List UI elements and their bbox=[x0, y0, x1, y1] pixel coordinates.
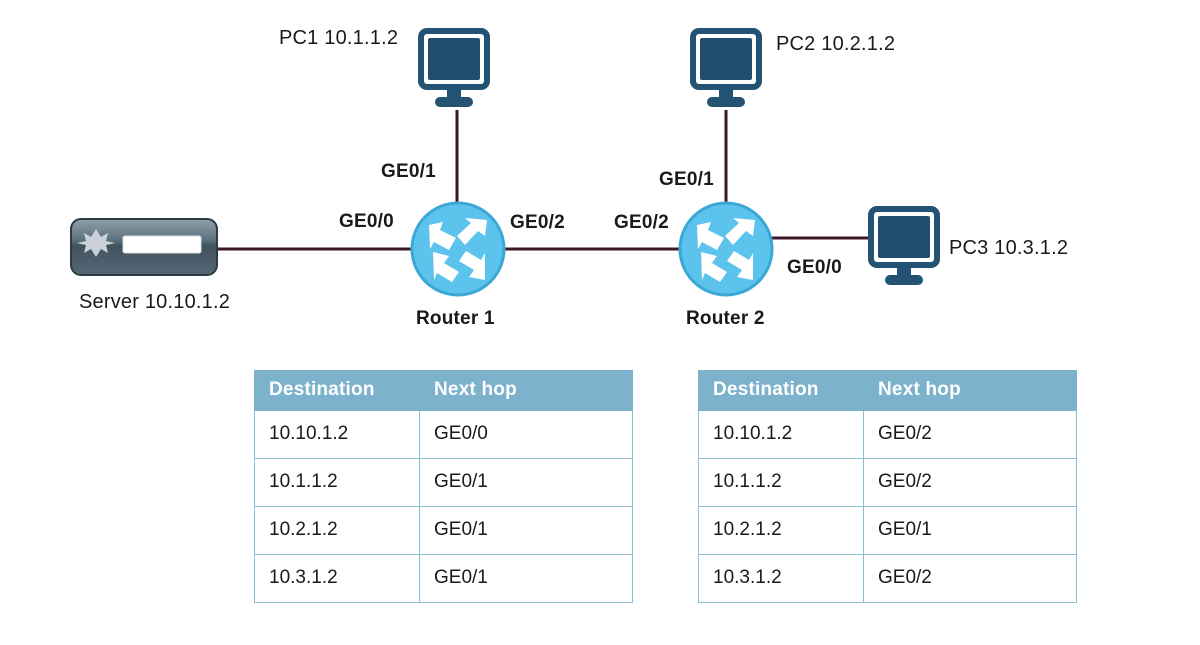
monitor-icon bbox=[690, 28, 762, 107]
server-label: Server 10.10.1.2 bbox=[79, 291, 231, 313]
router2-port-ge00-label: GE0/0 bbox=[787, 257, 842, 278]
router-icon bbox=[410, 201, 506, 297]
cell-destination: 10.10.1.2 bbox=[698, 410, 864, 459]
table-row: 10.3.1.2 GE0/2 bbox=[698, 554, 1077, 603]
router2-icon[interactable] bbox=[677, 200, 775, 298]
cell-destination: 10.1.1.2 bbox=[698, 458, 864, 507]
cell-destination: 10.3.1.2 bbox=[254, 554, 420, 603]
cell-next-hop: GE0/1 bbox=[863, 506, 1077, 555]
table-row: 10.1.1.2 GE0/2 bbox=[698, 458, 1077, 507]
router2-label: Router 2 bbox=[686, 308, 765, 329]
router-icon bbox=[678, 201, 774, 297]
cell-next-hop: GE0/1 bbox=[419, 506, 633, 555]
cell-next-hop: GE0/0 bbox=[419, 410, 633, 459]
pc3-icon[interactable] bbox=[866, 204, 942, 288]
table-row: 10.3.1.2 GE0/1 bbox=[254, 554, 633, 603]
cell-destination: 10.10.1.2 bbox=[254, 410, 420, 459]
table-row: 10.2.1.2 GE0/1 bbox=[254, 506, 633, 555]
pc1-icon[interactable] bbox=[416, 26, 492, 110]
cell-next-hop: GE0/2 bbox=[863, 458, 1077, 507]
table-row: 10.2.1.2 GE0/1 bbox=[698, 506, 1077, 555]
cell-destination: 10.2.1.2 bbox=[698, 506, 864, 555]
router1-label: Router 1 bbox=[416, 308, 495, 329]
router1-port-ge01-label: GE0/1 bbox=[381, 161, 436, 182]
router1-routing-table: Destination Next hop 10.10.1.2 GE0/0 10.… bbox=[254, 370, 633, 603]
cell-destination: 10.2.1.2 bbox=[254, 506, 420, 555]
pc1-label: PC1 10.1.1.2 bbox=[279, 27, 399, 49]
router1-icon[interactable] bbox=[409, 200, 507, 298]
router1-port-ge00-label: GE0/0 bbox=[339, 211, 394, 232]
table-header-row: Destination Next hop bbox=[698, 370, 1077, 411]
pc2-icon[interactable] bbox=[688, 26, 764, 110]
cell-destination: 10.1.1.2 bbox=[254, 458, 420, 507]
cell-next-hop: GE0/1 bbox=[419, 554, 633, 603]
server-burst-icon bbox=[77, 229, 115, 257]
server-icon-graphic bbox=[70, 218, 218, 276]
pc2-label: PC2 10.2.1.2 bbox=[776, 33, 896, 55]
column-header-destination: Destination bbox=[254, 370, 420, 411]
table-row: 10.10.1.2 GE0/0 bbox=[254, 410, 633, 459]
router2-routing-table: Destination Next hop 10.10.1.2 GE0/2 10.… bbox=[698, 370, 1077, 603]
table-header-row: Destination Next hop bbox=[254, 370, 633, 411]
router2-port-ge02-label: GE0/2 bbox=[614, 212, 669, 233]
server-icon[interactable] bbox=[70, 218, 218, 276]
pc3-label: PC3 10.3.1.2 bbox=[949, 237, 1069, 259]
cell-destination: 10.3.1.2 bbox=[698, 554, 864, 603]
table-row: 10.10.1.2 GE0/2 bbox=[698, 410, 1077, 459]
router2-port-ge01-label: GE0/1 bbox=[659, 169, 714, 190]
router1-port-ge02-label: GE0/2 bbox=[510, 212, 565, 233]
column-header-next-hop: Next hop bbox=[419, 370, 633, 411]
column-header-next-hop: Next hop bbox=[863, 370, 1077, 411]
monitor-icon bbox=[868, 206, 940, 285]
cell-next-hop: GE0/2 bbox=[863, 410, 1077, 459]
table-row: 10.1.1.2 GE0/1 bbox=[254, 458, 633, 507]
monitor-icon bbox=[418, 28, 490, 107]
column-header-destination: Destination bbox=[698, 370, 864, 411]
cell-next-hop: GE0/2 bbox=[863, 554, 1077, 603]
cell-next-hop: GE0/1 bbox=[419, 458, 633, 507]
